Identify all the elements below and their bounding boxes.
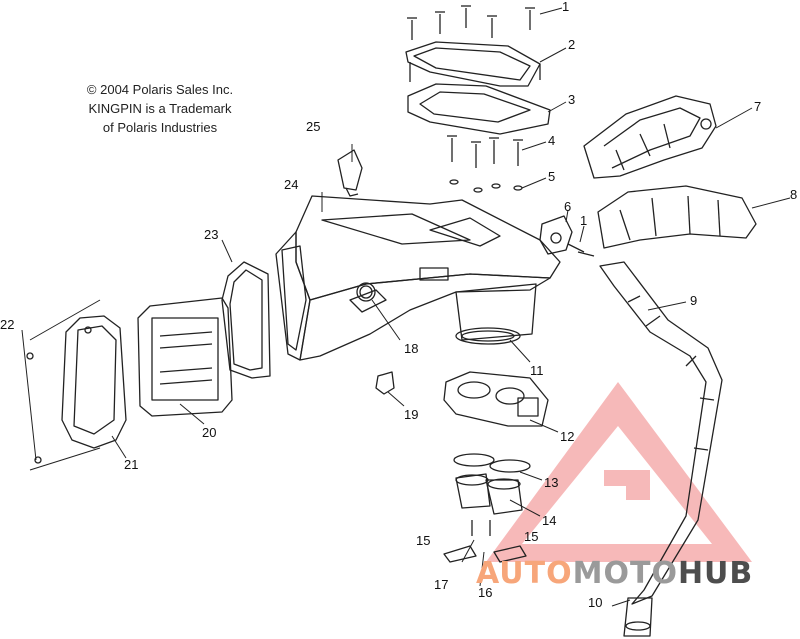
- callout-label: 6: [564, 199, 572, 214]
- clamp-set: [443, 520, 527, 563]
- callout-label: 5: [548, 169, 556, 184]
- callout-label: 21: [124, 457, 139, 472]
- air-filter-20: [137, 297, 233, 417]
- long-hose-9: [599, 261, 723, 605]
- callout-label: 1: [580, 213, 588, 228]
- callout-label: 13: [544, 475, 559, 490]
- callout-label: 17: [434, 577, 449, 592]
- washer-set: [449, 179, 523, 193]
- drain-part-19: [375, 371, 395, 395]
- filter-seal-23: [221, 261, 271, 379]
- screw-part-22: [26, 352, 42, 464]
- callout-label: 14: [542, 513, 557, 528]
- callout-label: 22: [0, 317, 15, 332]
- callout-label: 3: [568, 92, 576, 107]
- callout-label: 18: [404, 341, 419, 356]
- leader-lines: [21, 7, 791, 607]
- airbox-body: [275, 195, 561, 361]
- callout-label: 23: [204, 227, 219, 242]
- callout-label: 10: [588, 595, 603, 610]
- callout-label: 11: [530, 363, 544, 378]
- copyright-line-3: of Polaris Industries: [102, 120, 218, 135]
- callout-label: 2: [568, 37, 576, 52]
- brand-part-1: AUTO: [476, 556, 573, 591]
- filter-cover-21: [61, 315, 127, 449]
- lid-seal: [407, 83, 551, 135]
- callout-label: 7: [754, 99, 762, 114]
- callout-label: 1: [562, 0, 570, 14]
- sensor-part-25: [337, 149, 363, 197]
- callout-label: 24: [284, 177, 299, 192]
- watermark-brand: AUTOMOTOHUB: [476, 557, 753, 591]
- bolt-near-sensor: [577, 251, 595, 257]
- outlet-ring: [455, 327, 521, 345]
- callout-label: 12: [560, 429, 575, 444]
- callout-label: 4: [548, 133, 556, 148]
- intake-duct-7: [583, 95, 717, 179]
- sensor-part-6: [539, 215, 585, 255]
- bolt-set: [447, 135, 523, 168]
- throttle-adapter-12: [443, 371, 549, 427]
- screw-set-top: [407, 5, 535, 40]
- boot-pair-14: [455, 473, 523, 515]
- grommet-part-18: [356, 282, 376, 302]
- copyright-notice: © 2004 Polaris Sales Inc. KINGPIN is a T…: [60, 80, 260, 137]
- watermark-triangle-icon: [486, 382, 752, 562]
- callout-label: 15: [416, 533, 431, 548]
- callout-label: 19: [404, 407, 419, 422]
- seal-pair-13: [453, 453, 531, 473]
- airbox-lid: [405, 41, 541, 87]
- callout-label: 20: [202, 425, 217, 440]
- copyright-line-2: KINGPIN is a Trademark: [88, 101, 232, 116]
- brand-part-3: HUB: [677, 556, 754, 591]
- callout-label: 15: [524, 529, 539, 544]
- callout-label: 9: [690, 293, 698, 308]
- intake-duct-8: [597, 185, 757, 249]
- hose-end-10: [623, 597, 653, 637]
- callout-label: 8: [790, 187, 798, 202]
- brand-part-2: MOTO: [572, 556, 678, 591]
- copyright-line-1: © 2004 Polaris Sales Inc.: [86, 82, 234, 97]
- callout-label: 16: [478, 585, 493, 600]
- callout-label: 25: [306, 119, 321, 134]
